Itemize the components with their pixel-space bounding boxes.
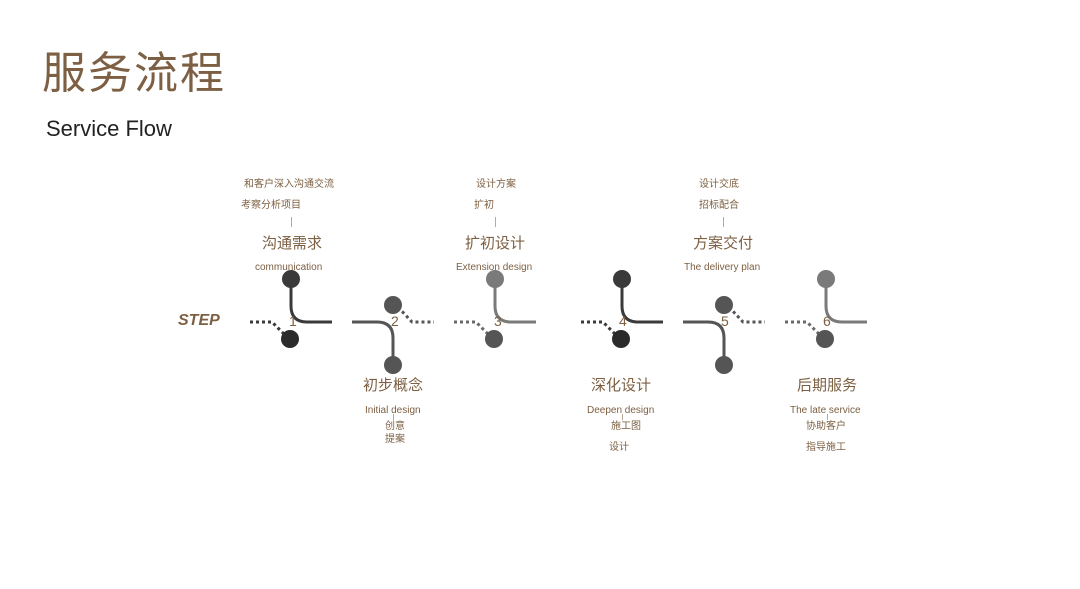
dotted-line — [396, 305, 434, 324]
node — [384, 296, 402, 314]
step-3-title: 扩初设计 — [465, 234, 526, 252]
solid-line — [289, 281, 332, 324]
dotted-line — [785, 320, 823, 338]
step-5-desc-line-1: 设计交底 — [699, 179, 739, 190]
step-4-subtitle: Deepen design — [587, 405, 655, 416]
node — [485, 330, 503, 348]
step-6-desc-line-2: 指导施工 — [806, 442, 846, 453]
step-6-subtitle: The late service — [790, 405, 861, 416]
step-3-connector — [454, 270, 536, 348]
step-4-tick — [622, 414, 623, 420]
node — [281, 330, 299, 348]
step-2-title: 初步概念 — [363, 376, 424, 394]
node — [613, 270, 631, 288]
step-2-desc-line-1: 创意 — [385, 421, 405, 432]
solid-line — [683, 320, 726, 364]
solid-line — [493, 281, 536, 324]
step-1-desc-line-1: 和客户深入沟通交流 — [244, 179, 334, 190]
node — [816, 330, 834, 348]
step-1-desc-line-2: 考察分析项目 — [241, 200, 301, 211]
step-2-desc-line-2: 提案 — [385, 434, 405, 445]
step-3-desc-line-2: 扩初 — [474, 200, 494, 211]
step-number-4: 4 — [619, 313, 627, 329]
step-3-subtitle: Extension design — [456, 262, 533, 273]
solid-line — [620, 281, 663, 324]
step-5-title: 方案交付 — [693, 234, 754, 252]
step-5-subtitle: The delivery plan — [684, 262, 761, 273]
dotted-line — [727, 305, 765, 324]
step-4-desc-line-2: 设计 — [609, 442, 629, 453]
page-subtitle: Service Flow — [46, 116, 172, 141]
step-number-3: 3 — [494, 313, 502, 329]
step-number-2: 2 — [391, 313, 399, 329]
step-number-6: 6 — [823, 313, 831, 329]
solid-line — [352, 320, 395, 364]
step-2-subtitle: Initial design — [365, 405, 421, 416]
node — [715, 356, 733, 374]
step-6-tick — [827, 414, 828, 420]
step-number-5: 5 — [721, 313, 729, 329]
step-5-connector — [683, 296, 765, 374]
step-1-connector — [250, 270, 332, 348]
step-1-tick — [291, 217, 292, 227]
page-title: 服务流程 — [42, 48, 226, 99]
dotted-line — [581, 320, 619, 338]
step-6-connector — [785, 270, 867, 348]
step-3-tick — [495, 217, 496, 227]
node — [282, 270, 300, 288]
step-4-desc-line-1: 施工图 — [611, 421, 641, 432]
step-3-desc-line-1: 设计方案 — [476, 179, 516, 190]
dotted-line — [454, 320, 492, 338]
solid-line — [824, 281, 867, 324]
step-6-desc-line-1: 协助客户 — [806, 421, 846, 432]
step-1-title: 沟通需求 — [262, 234, 323, 252]
node — [715, 296, 733, 314]
step-2-connector — [352, 296, 434, 374]
step-5-tick — [723, 217, 724, 227]
step-2-tick — [393, 414, 394, 420]
dotted-line — [250, 320, 288, 338]
step-4-title: 深化设计 — [591, 376, 652, 394]
step-number-1: 1 — [289, 313, 297, 329]
step-label: STEP — [178, 312, 220, 329]
node — [817, 270, 835, 288]
step-5-desc-line-2: 招标配合 — [699, 200, 739, 211]
step-1-subtitle: communication — [255, 262, 323, 273]
node — [486, 270, 504, 288]
step-6-title: 后期服务 — [797, 376, 858, 394]
node — [384, 356, 402, 374]
node — [612, 330, 630, 348]
step-4-connector — [581, 270, 663, 348]
